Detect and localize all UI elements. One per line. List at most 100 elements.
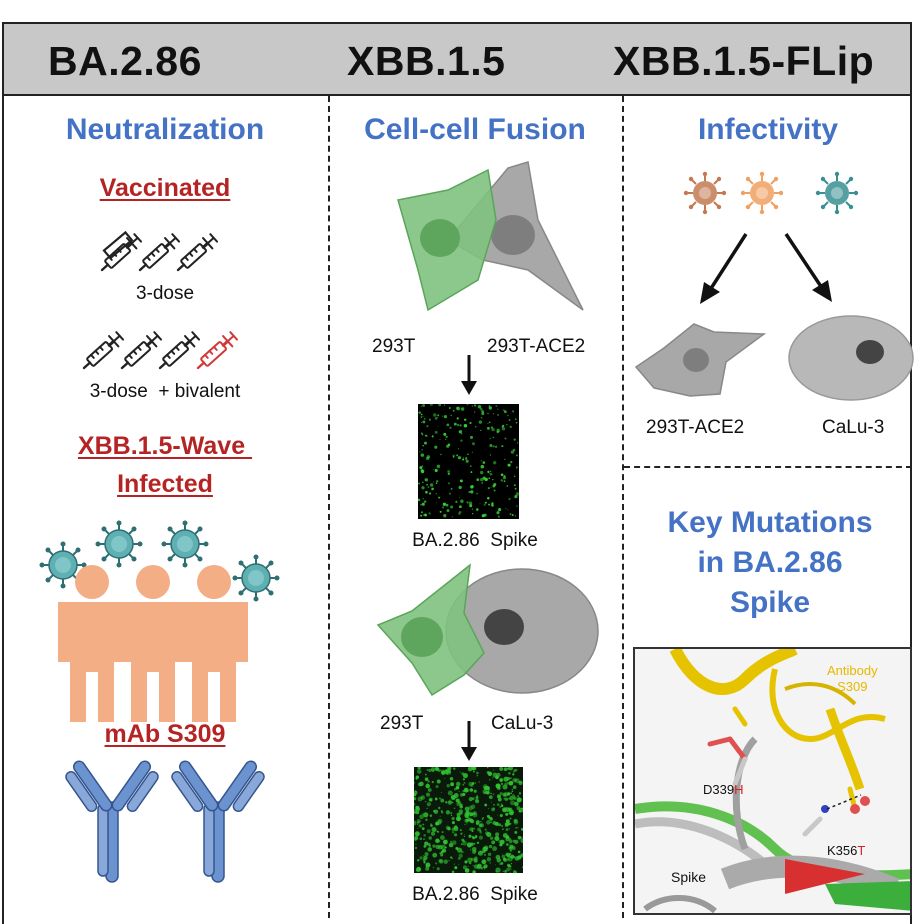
fluorescence-dot bbox=[506, 823, 509, 826]
fluorescence-dot bbox=[497, 408, 499, 410]
fluorescence-dot bbox=[442, 839, 448, 845]
fluorescence-dot bbox=[505, 828, 509, 831]
fluorescence-dot bbox=[421, 434, 424, 436]
fluorescence-dot bbox=[509, 849, 512, 852]
fluorescence-dot bbox=[514, 487, 517, 490]
fluorescence-dot bbox=[488, 421, 491, 424]
fluorescence-dot bbox=[472, 827, 476, 830]
fluorescence-dot bbox=[492, 484, 496, 488]
fluorescence-dot bbox=[439, 439, 441, 441]
fluorescence-dot bbox=[468, 834, 472, 838]
fluorescence-dot bbox=[456, 417, 459, 420]
fluorescence-dot bbox=[463, 418, 467, 422]
fluorescence-dot bbox=[465, 459, 469, 463]
fluorescence-dot bbox=[456, 423, 460, 427]
fluorescence-dot bbox=[423, 838, 425, 840]
fluorescence-dot bbox=[469, 465, 472, 467]
fluorescence-dot bbox=[483, 866, 486, 869]
fluorescence-dot bbox=[492, 793, 495, 796]
fluorescence-dot bbox=[414, 820, 417, 826]
fluorescence-dot bbox=[455, 846, 459, 851]
fluorescence-dot bbox=[448, 492, 451, 495]
fluorescence-dot bbox=[509, 868, 512, 871]
fluorescence-dot bbox=[425, 434, 428, 437]
fluorescence-dot bbox=[499, 863, 502, 865]
fluorescence-dot bbox=[460, 456, 462, 458]
fluorescence-dot bbox=[468, 829, 470, 831]
fluorescence-dot bbox=[497, 797, 502, 802]
fluorescence-dot bbox=[458, 512, 461, 515]
fluorescence-dot bbox=[474, 835, 478, 838]
fluorescence-dot bbox=[496, 858, 502, 863]
fluorescence-dot bbox=[509, 460, 513, 464]
fluorescence-dot bbox=[425, 866, 430, 871]
fluorescence-dot bbox=[504, 437, 507, 440]
fluorescence-dot bbox=[446, 768, 451, 774]
fluorescence-dot bbox=[489, 444, 493, 447]
fluorescence-dot bbox=[414, 831, 420, 837]
fluorescence-dot bbox=[503, 767, 508, 772]
fluorescence-dot bbox=[425, 783, 430, 789]
fluorescence-dot bbox=[472, 812, 475, 815]
fluorescence-dot bbox=[472, 797, 475, 800]
fluorescence-dot bbox=[500, 803, 503, 806]
infect-cell2-label: CaLu-3 bbox=[822, 417, 885, 438]
fluorescence-dot bbox=[514, 830, 518, 834]
fluorescence-dot bbox=[497, 814, 499, 816]
pair1-left-label: 293T bbox=[372, 336, 416, 357]
fluorescence-dot bbox=[501, 425, 504, 428]
fluorescence-dot bbox=[420, 413, 423, 416]
fluorescence-dot bbox=[516, 505, 518, 507]
fluorescence-dot bbox=[467, 453, 469, 456]
fluorescence-dot bbox=[480, 470, 484, 475]
fluorescence-dot bbox=[515, 418, 517, 421]
fluorescence-dot bbox=[423, 418, 426, 420]
fluorescence-dot bbox=[422, 854, 425, 857]
fluorescence-dot bbox=[429, 404, 433, 406]
fluorescence-dot bbox=[475, 799, 480, 804]
fluorescence-dot bbox=[509, 795, 514, 801]
fluorescence-dot bbox=[453, 863, 455, 865]
fluorescence-dot bbox=[437, 425, 439, 427]
fluorescence-dot bbox=[452, 840, 457, 845]
fluorescence-dot bbox=[421, 421, 423, 424]
fluorescence-dot bbox=[505, 779, 508, 781]
virus-variants-row bbox=[682, 170, 860, 216]
fluorescence-dot bbox=[453, 767, 456, 770]
fluorescence-dot bbox=[493, 485, 496, 488]
fluorescence-dot bbox=[460, 407, 465, 411]
fluorescence-dot bbox=[504, 870, 507, 873]
fluorescence-dot bbox=[426, 807, 428, 810]
fluorescence-dot bbox=[423, 834, 426, 837]
fluorescence-dot bbox=[440, 798, 445, 803]
fluorescence-dot bbox=[418, 482, 421, 485]
fluorescence-dot bbox=[478, 835, 483, 840]
fluorescence-dot bbox=[435, 493, 437, 495]
fluorescence-dot bbox=[456, 816, 461, 822]
fluorescence-dot bbox=[416, 769, 422, 774]
fluorescence-dot bbox=[499, 767, 504, 771]
fluorescence-dot bbox=[501, 854, 506, 859]
fluorescence-dot bbox=[507, 414, 509, 417]
fluorescence-dot bbox=[415, 775, 419, 779]
fluorescence-dot bbox=[465, 456, 467, 459]
fluorescence-dot bbox=[451, 831, 455, 834]
fluorescence-dot bbox=[414, 777, 415, 780]
fluorescence-dot bbox=[489, 836, 494, 840]
fluorescence-dot bbox=[429, 483, 434, 487]
fluorescence-dot bbox=[445, 801, 448, 804]
variant-xbb15-flip-label: XBB.1.5-FLip bbox=[613, 38, 875, 84]
fluorescence-dot bbox=[514, 801, 519, 807]
fluorescence-dot bbox=[414, 790, 418, 796]
fluorescence-dot bbox=[479, 850, 483, 853]
fluorescence-dot bbox=[421, 796, 423, 799]
vaccinated-heading: Vaccinated bbox=[99, 174, 231, 202]
fluorescence-dot bbox=[472, 870, 476, 873]
fluorescence-dot bbox=[508, 780, 514, 786]
fluorescence-dot bbox=[497, 786, 501, 790]
fluorescence-dot bbox=[514, 515, 517, 517]
infect-cell1-label: 293T-ACE2 bbox=[646, 417, 745, 438]
fluorescence-dot bbox=[426, 802, 431, 807]
fluorescence-dot bbox=[431, 487, 434, 491]
pair2-right-label: CaLu-3 bbox=[491, 713, 554, 734]
